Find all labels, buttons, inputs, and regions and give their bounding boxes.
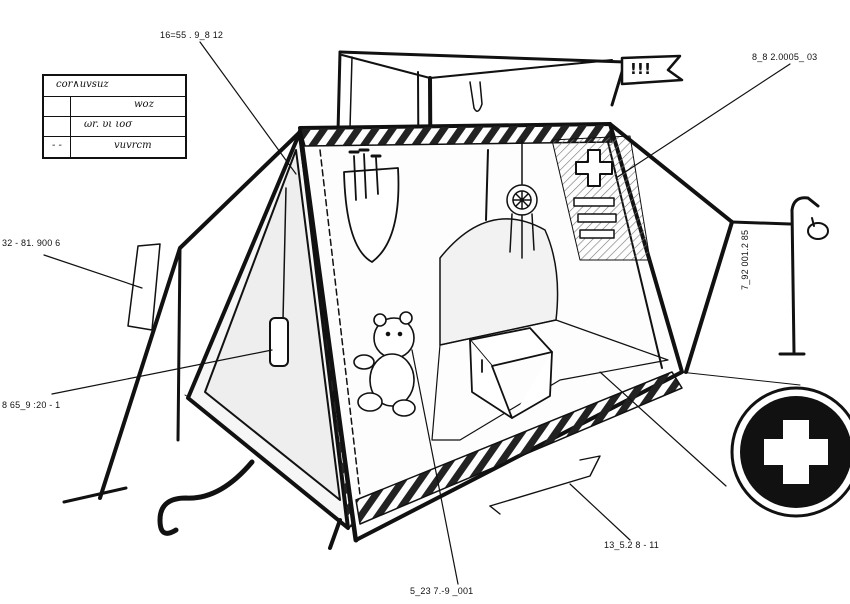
title-block-row4-right: vuvrcm	[114, 140, 152, 151]
base-runner	[157, 459, 342, 550]
teddy-bear-icon	[353, 311, 416, 417]
flag-label: !!!	[630, 60, 652, 78]
title-block-divider	[44, 136, 185, 137]
title-block-row3: ωr. υι ιoσ	[84, 119, 133, 130]
callout-left-upper: 32 - 81. 900 6	[2, 238, 61, 248]
callout-right-vertical: 7_92 001.2 85	[740, 229, 750, 290]
callout-top-right: 8_8 2.0005_ 03	[752, 52, 818, 62]
pen-pocket-icon	[343, 148, 400, 263]
ground-line	[679, 371, 801, 386]
title-block-column	[70, 96, 71, 157]
title-block-row4-left: - -	[52, 140, 62, 151]
lantern-icon	[269, 317, 289, 367]
first-aid-cross-icon	[551, 135, 651, 261]
lamp-icon	[778, 196, 829, 356]
medical-cross-icon	[730, 386, 850, 518]
callout-top: 16=55 . 9_8 12	[160, 30, 224, 40]
title-block-row1: cor∧uvsuz	[56, 79, 109, 90]
box-icon	[469, 327, 553, 419]
title-block-divider	[44, 116, 185, 117]
floor-tags	[489, 455, 601, 515]
guy-lines	[62, 130, 302, 504]
callout-left-lower: 8 65_9 :20 - 1	[2, 400, 61, 410]
clip-icon	[469, 81, 483, 112]
callout-leaders	[43, 41, 791, 585]
warning-flag	[620, 54, 684, 86]
title-block-row2: woz	[134, 99, 154, 110]
callout-bottom: 5_23 7.-9 _001	[410, 586, 474, 596]
title-block: cor∧uvsuz woz ωr. υι ιoσ - - vuvrcm	[42, 74, 187, 159]
callout-bottom-right: 13_5.2 8 - 11	[604, 540, 659, 550]
tent-pole-right	[608, 122, 792, 374]
title-block-divider	[44, 96, 185, 97]
dreamcatcher-icon	[485, 139, 538, 259]
